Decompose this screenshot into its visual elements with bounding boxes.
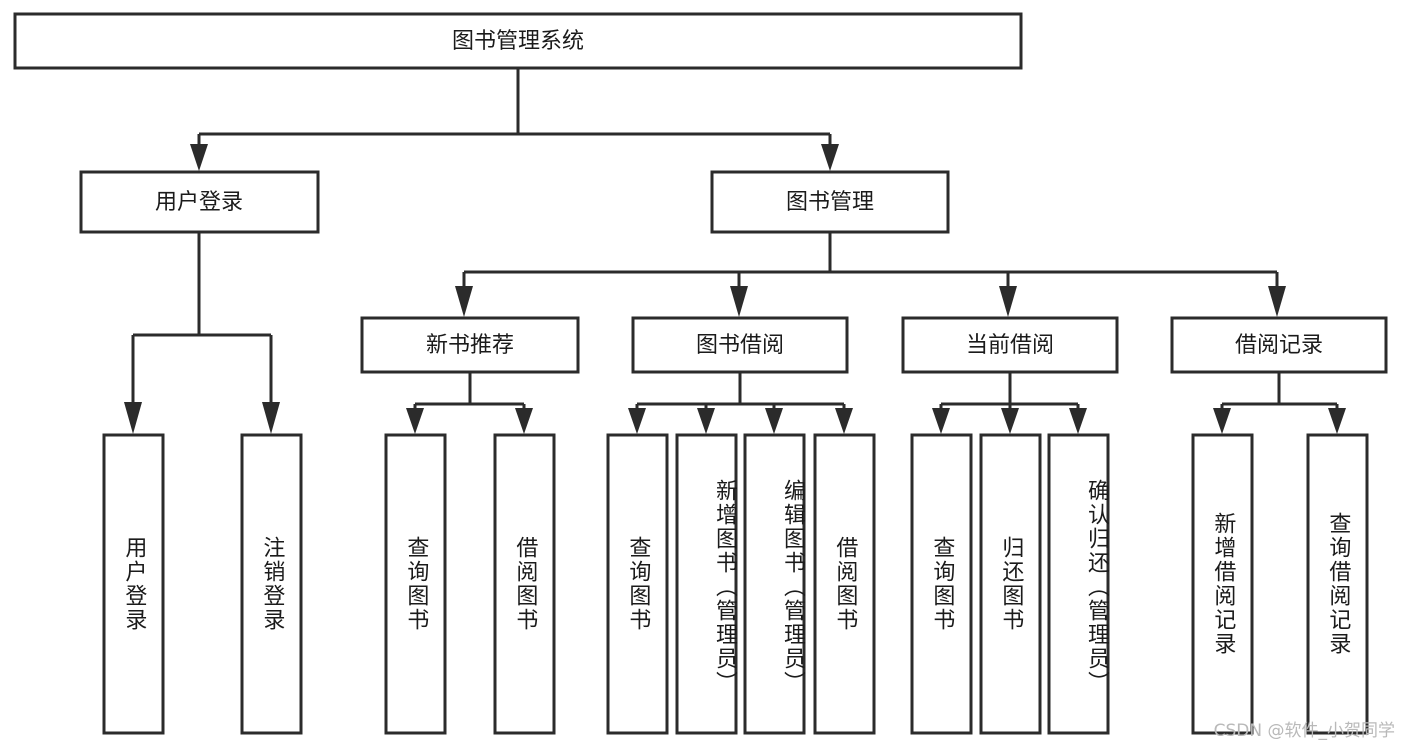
leaf-box-cb-confirm-return[interactable] xyxy=(1047,433,1110,735)
node-root-label: 图书管理系统 xyxy=(452,29,584,54)
arrowhead-bb-query xyxy=(628,408,646,434)
node-borrow-record-box[interactable] xyxy=(1170,316,1388,374)
leaf-box-bb-add-book[interactable] xyxy=(675,433,738,735)
arrowhead-new-book-borrow xyxy=(515,408,533,434)
node-book-management-label: 图书管理 xyxy=(786,190,874,215)
leaf-box-nbr-query-book[interactable] xyxy=(384,433,447,735)
arrowhead-user-login xyxy=(190,144,208,171)
arrowhead-current-borrow xyxy=(999,286,1017,317)
node-book-borrow-box[interactable] xyxy=(631,316,849,374)
node-book-borrow-label: 图书借阅 xyxy=(696,333,784,358)
leaf-box-cb-return-book[interactable] xyxy=(979,433,1042,735)
arrowhead-br-add xyxy=(1213,408,1231,434)
arrowhead-br-query xyxy=(1328,408,1346,434)
leaf-box-br-query-record[interactable] xyxy=(1306,433,1369,735)
leaf-box-logout[interactable] xyxy=(240,433,303,735)
leaf-box-br-add-record[interactable] xyxy=(1191,433,1254,735)
arrowhead-cb-query xyxy=(932,408,950,434)
leaf-box-bb-query-book[interactable] xyxy=(606,433,669,735)
node-new-book-recommend-label: 新书推荐 xyxy=(426,333,514,358)
leaf-box-user-login[interactable] xyxy=(102,433,165,735)
arrowhead-new-book-query xyxy=(406,408,424,434)
node-user-login-label: 用户登录 xyxy=(155,190,243,215)
leaf-box-bb-edit-book[interactable] xyxy=(743,433,806,735)
node-book-management-box[interactable] xyxy=(710,170,950,234)
arrowhead-leaf-logout xyxy=(262,402,280,434)
arrowhead-cb-return xyxy=(1001,408,1019,434)
node-root-box[interactable] xyxy=(13,12,1023,70)
arrowhead-book-borrow xyxy=(730,286,748,317)
node-borrow-record-label: 借阅记录 xyxy=(1235,333,1323,358)
node-current-borrow-box[interactable] xyxy=(901,316,1119,374)
arrowhead-borrow-record xyxy=(1268,286,1286,317)
arrowhead-bb-borrow xyxy=(835,408,853,434)
arrowhead-leaf-user-login xyxy=(124,402,142,434)
leaf-box-nbr-borrow-book[interactable] xyxy=(493,433,556,735)
arrowhead-bb-add xyxy=(697,408,715,434)
arrowhead-bb-edit xyxy=(765,408,783,434)
node-current-borrow-label: 当前借阅 xyxy=(966,333,1054,358)
node-new-book-recommend-box[interactable] xyxy=(360,316,580,374)
leaf-box-cb-query-book[interactable] xyxy=(910,433,973,735)
arrowhead-book-mgmt xyxy=(821,144,839,171)
arrowhead-cb-confirm xyxy=(1069,408,1087,434)
csdn-watermark: CSDN @软件_小贺同学 xyxy=(1213,721,1395,741)
arrowhead-new-book-recommend xyxy=(455,286,473,317)
leaf-box-bb-borrow-book[interactable] xyxy=(813,433,876,735)
